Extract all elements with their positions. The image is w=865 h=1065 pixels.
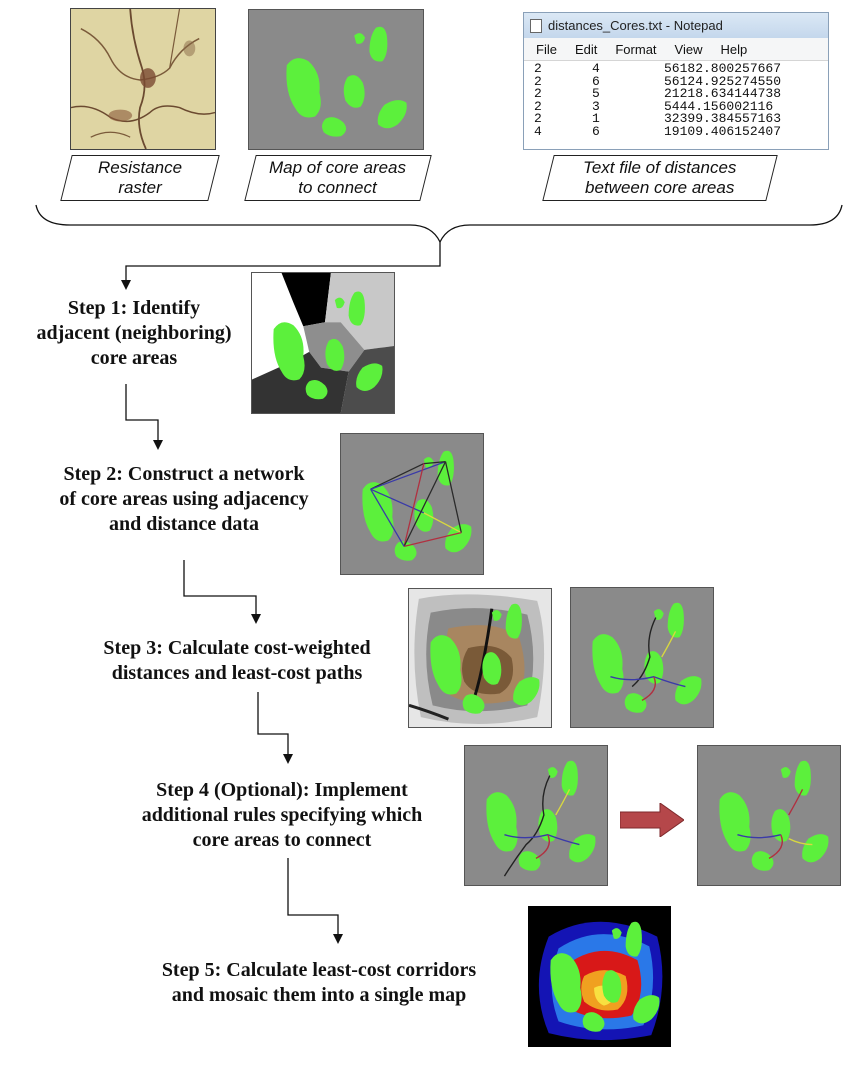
core-areas-map-image	[248, 9, 424, 150]
rules-before-map-image	[464, 745, 608, 886]
menu-view[interactable]: View	[674, 41, 703, 57]
menu-format[interactable]: Format	[615, 41, 657, 57]
step-4-text: Step 4 (Optional): Implement additional …	[141, 779, 423, 851]
step-1-text: Step 1: Identify adjacent (neighboring) …	[36, 297, 232, 369]
corridor-mosaic-image	[528, 906, 671, 1047]
notepad-title: distances_Cores.txt - Notepad	[548, 18, 723, 33]
step-5-text: Step 5: Calculate least-cost corridors a…	[161, 959, 477, 1006]
right-arrow-icon	[620, 803, 684, 837]
notepad-window: distances_Cores.txt - Notepad File Edit …	[523, 12, 829, 150]
network-map-image	[340, 433, 484, 575]
adjacency-map-image	[251, 272, 395, 414]
menu-edit[interactable]: Edit	[574, 41, 598, 57]
menu-file[interactable]: File	[536, 41, 557, 57]
menu-help[interactable]: Help	[720, 41, 748, 57]
cost-distance-map-image	[408, 588, 552, 728]
resistance-raster-image	[70, 8, 216, 150]
step-2-text: Step 2: Construct a network of core area…	[59, 463, 309, 535]
rules-after-map-image	[697, 745, 841, 886]
notepad-menu-bar: File Edit Format View Help	[524, 38, 828, 61]
least-cost-paths-map-image	[570, 587, 714, 728]
notepad-titlebar: distances_Cores.txt - Notepad	[524, 13, 828, 38]
document-icon	[530, 18, 542, 33]
step-3-text: Step 3: Calculate cost-weighted distance…	[103, 637, 371, 684]
